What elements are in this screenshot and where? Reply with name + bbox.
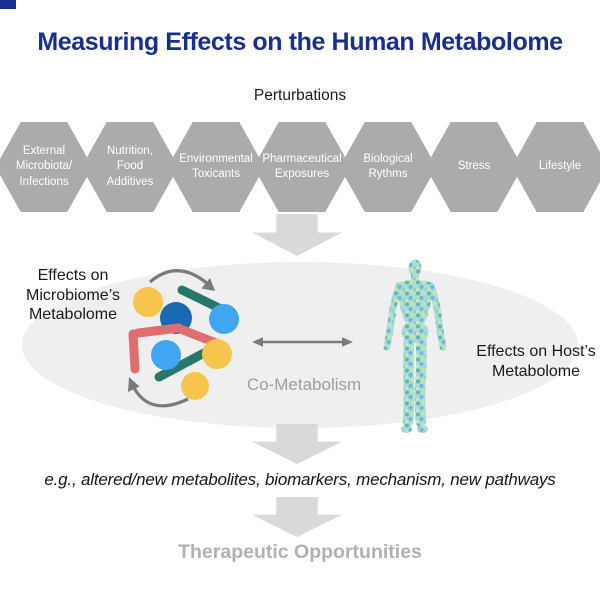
- page-title: Measuring Effects on the Human Metabolom…: [37, 28, 563, 56]
- host-effects-label: Effects on Host’s Metabolome: [476, 343, 596, 380]
- bidirectional-arrow-icon: [252, 337, 353, 347]
- microbe-rod: [154, 348, 209, 382]
- cycle-arrow-icon: [148, 269, 211, 287]
- microbe-rod: [128, 329, 140, 374]
- down-arrow-icon: [252, 214, 342, 256]
- microbe-coccus: [151, 340, 181, 370]
- hexagon-label: Pharmaceutical Exposures: [262, 152, 342, 180]
- hexagon-label: Biological Rythms: [363, 152, 413, 180]
- perturbation-hexagon: Environmental Toxicants: [167, 122, 265, 212]
- perturbation-hexagon-band: External Microbiota/ Infections Nutritio…: [0, 122, 600, 212]
- microbe-coccus: [202, 339, 232, 369]
- perturbations-heading: Perturbations: [253, 87, 347, 104]
- microbe-coccus: [133, 287, 163, 317]
- microbe-coccus: [181, 372, 209, 400]
- perturbation-hexagon: Nutrition, Food Additives: [81, 122, 179, 212]
- perturbation-hexagon: Pharmaceutical Exposures: [253, 122, 351, 212]
- microbe-cluster-illustration: [128, 269, 239, 408]
- arrowhead-right-icon: [342, 337, 353, 347]
- therapeutic-heading: Therapeutic Opportunities: [178, 541, 422, 563]
- hexagon-label: Stress: [457, 160, 491, 173]
- co-metabolism-label: Co-Metabolism: [246, 375, 362, 394]
- cycle-arrow-icon: [130, 383, 189, 408]
- arrowhead-left-icon: [252, 337, 263, 347]
- perturbation-hexagon: External Microbiota/ Infections: [0, 122, 93, 212]
- microbe-coccus: [209, 304, 239, 334]
- perturbation-hexagon: Lifestyle: [511, 122, 600, 212]
- corner-accent-square: [0, 0, 16, 9]
- perturbation-hexagon: Biological Rythms: [339, 122, 437, 212]
- down-arrow-icon: [252, 497, 342, 537]
- hexagon-label: Lifestyle: [538, 160, 582, 173]
- human-figure-illustration: [383, 259, 447, 433]
- hexagon-label: Environmental Toxicants: [179, 152, 253, 180]
- hexagon-label: Nutrition, Food Additives: [106, 145, 154, 188]
- hexagon-label: External Microbiota/ Infections: [15, 145, 73, 188]
- microbiome-effects-label: Effects on Microbiome’s Metabolome: [26, 267, 120, 324]
- cycle-arrowhead-icon: [201, 278, 215, 291]
- perturbation-hexagon: Stress: [425, 122, 523, 212]
- co-metabolism-ellipse: [22, 262, 578, 428]
- down-arrow-icon: [252, 424, 342, 464]
- cycle-arrowhead-icon: [128, 377, 140, 392]
- human-body-silhouette: [383, 259, 447, 433]
- outcomes-note: e.g., altered/new metabolites, biomarker…: [44, 470, 556, 489]
- microbe-rod: [133, 323, 184, 338]
